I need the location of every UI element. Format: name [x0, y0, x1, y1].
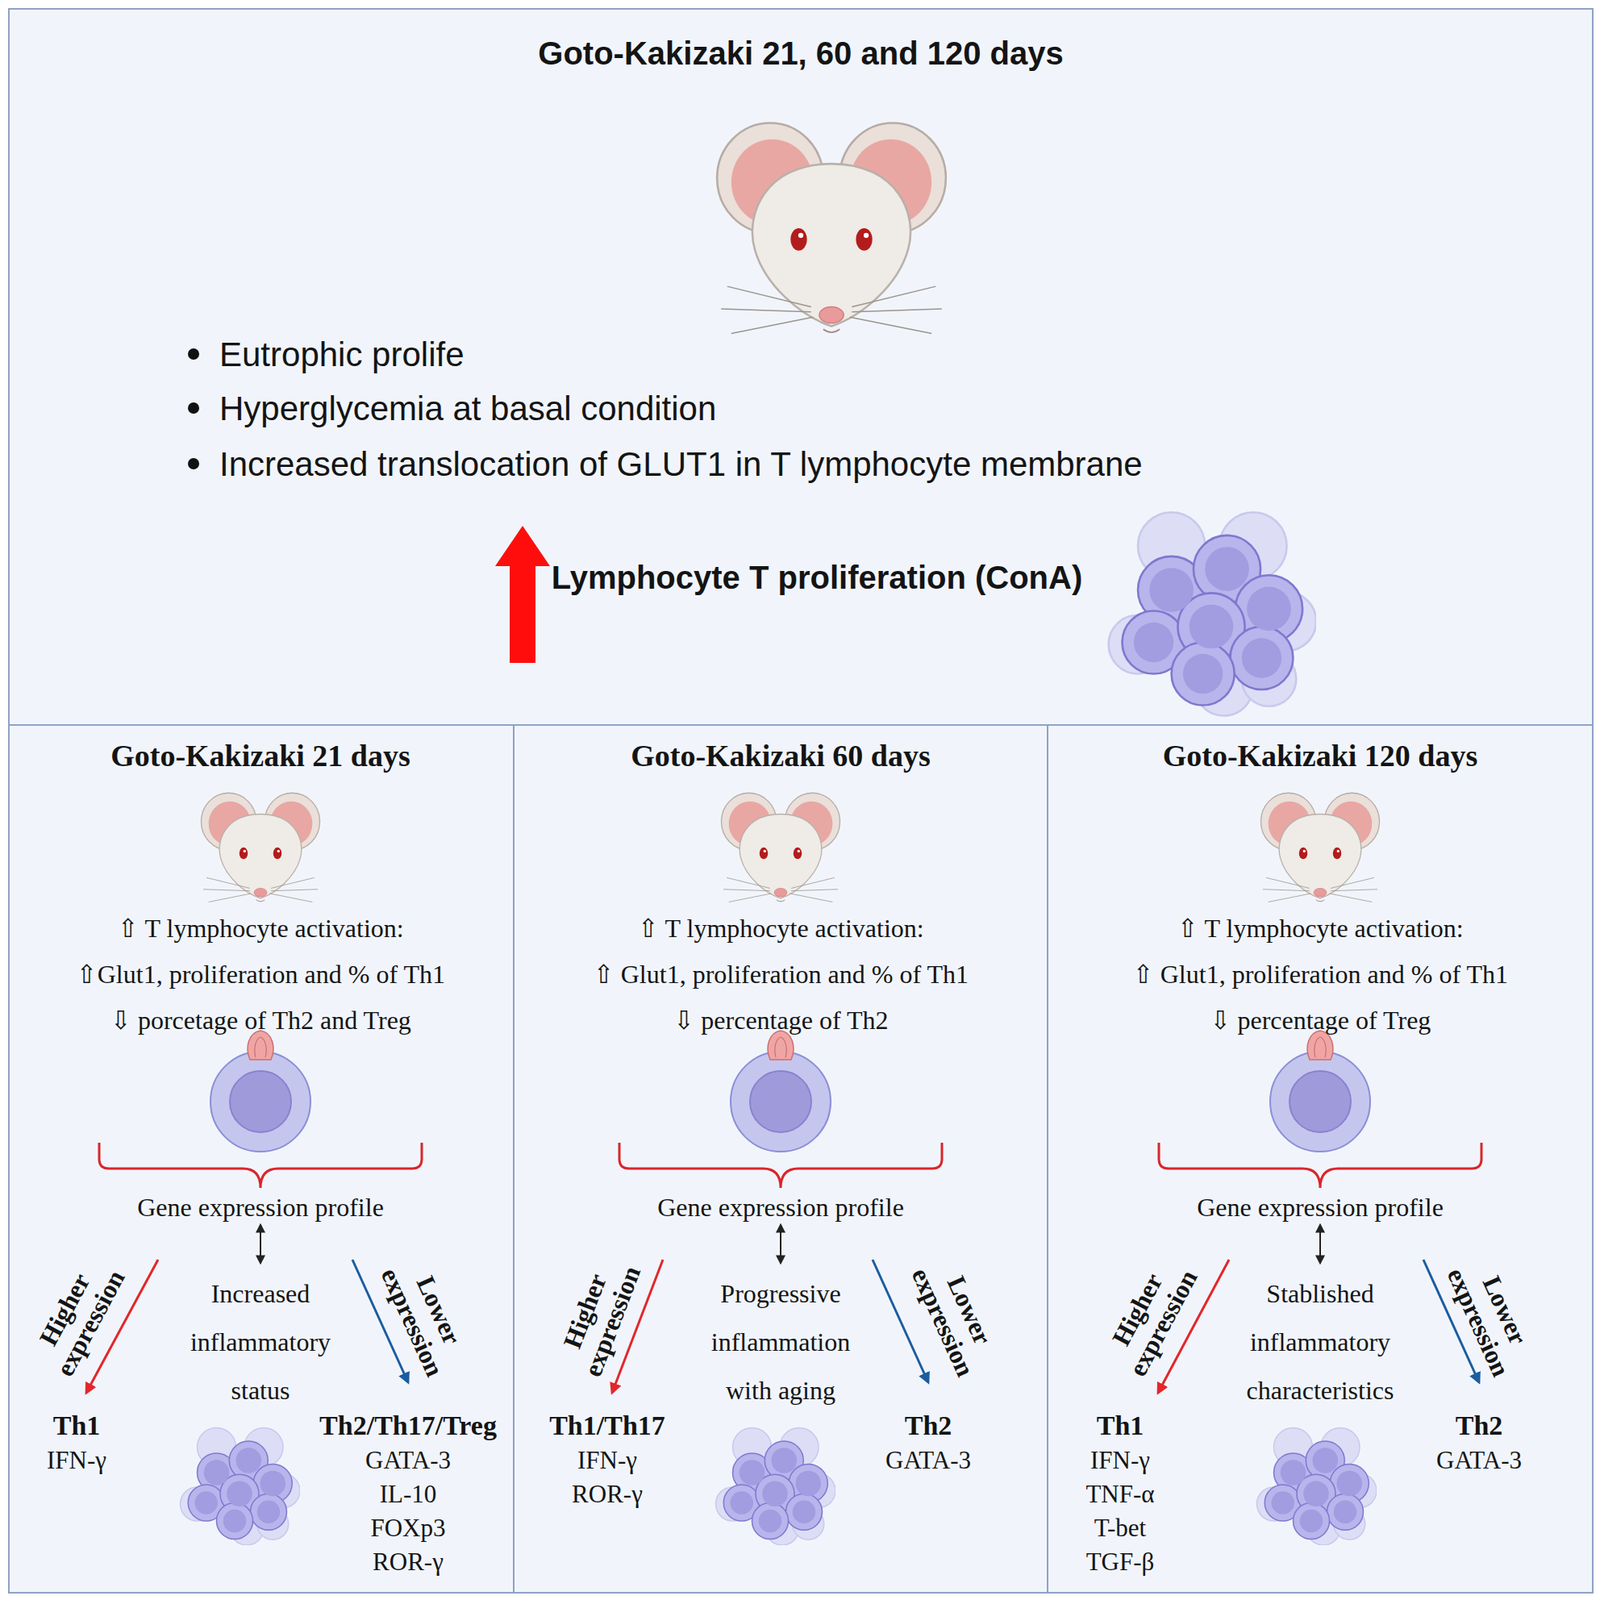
subset-heading: Th2 — [1455, 1408, 1504, 1443]
text-line: GATA-3 — [365, 1443, 451, 1478]
higher-expression-label: Higher expression — [1096, 1251, 1203, 1381]
bullet-text: Hyperglycemia at basal condition — [219, 387, 717, 430]
text-line: IFN-γ — [571, 1443, 643, 1478]
bullet-text: Eutrophic prolife — [219, 333, 465, 376]
gene-list: IFN-γ TNF-α T-bet TGF-β — [1085, 1443, 1155, 1580]
summary-panel: Goto-Kakizaki 21, 60 and 120 daysEutroph… — [8, 8, 1594, 726]
activation-text: ⇩ percentage of Th2 — [673, 1004, 889, 1037]
activation-text: ⇧ T lymphocyte activation: — [1176, 912, 1463, 945]
gene-profile-label: Gene expression profile — [1196, 1191, 1444, 1224]
age-panel: Goto-Kakizaki 120 days ⇧ T lymphocyte act… — [1046, 724, 1594, 1594]
gene-profile-label: Gene expression profile — [657, 1191, 905, 1224]
subset-heading: Th2/Th17/Treg — [319, 1408, 497, 1443]
activation-text: ⇧Glut1, proliferation and % of Th1 — [75, 958, 446, 991]
subset-heading: Th1 — [1096, 1408, 1145, 1443]
lower-expression-label: Lower expression — [906, 1251, 1008, 1381]
text-line: T-bet — [1085, 1511, 1155, 1546]
higher-expression-label: Higher expression — [24, 1251, 130, 1381]
text-line: IFN-γ — [1085, 1443, 1155, 1478]
higher-expression-label: Higher expression — [550, 1251, 646, 1381]
subset-heading: Th1/Th17 — [549, 1408, 666, 1443]
inflammation-status: Increased inflammatory status — [167, 1269, 354, 1415]
panel-title: Goto-Kakizaki 120 days — [1162, 736, 1479, 775]
inflammation-status: Stablished inflammatory characteristics — [1227, 1269, 1413, 1415]
lower-expression-label: Lower expression — [375, 1251, 477, 1381]
subset-heading: Th2 — [904, 1408, 953, 1443]
activation-text: ⇩ percentage of Treg — [1209, 1004, 1432, 1037]
panel-title: Goto-Kakizaki 21 days — [110, 736, 411, 775]
bullet-text: Increased translocation of GLUT1 in T ly… — [219, 442, 1143, 486]
text-line: ROR-γ — [365, 1545, 451, 1580]
activation-text: ⇧ Glut1, proliferation and % of Th1 — [1132, 958, 1509, 991]
activation-text: ⇧ T lymphocyte activation: — [116, 912, 404, 945]
age-panel: Goto-Kakizaki 21 days ⇧ T lymphocyte acti… — [8, 724, 515, 1594]
gene-profile-label: Gene expression profile — [137, 1191, 384, 1224]
age-panel: Goto-Kakizaki 60 days ⇧ T lymphocyte acti… — [512, 724, 1049, 1594]
activation-text: ⇩ porcetage of Th2 and Treg — [109, 1004, 412, 1037]
subset-heading: Th1 — [53, 1408, 101, 1443]
gene-list: GATA-3 — [1436, 1443, 1522, 1478]
panel-title: Goto-Kakizaki 60 days — [630, 736, 931, 775]
text-line: TNF-α — [1085, 1477, 1155, 1512]
gene-list: IFN-γ — [46, 1443, 107, 1478]
text-line: ROR-γ — [571, 1477, 643, 1512]
inflammation-status: Progressive inflammation with aging — [687, 1269, 874, 1415]
text-line: FOXp3 — [365, 1511, 451, 1546]
text-line: IFN-γ — [46, 1443, 107, 1478]
text-line: GATA-3 — [885, 1443, 971, 1478]
gene-list: GATA-3 — [885, 1443, 971, 1478]
text-line: TGF-β — [1085, 1545, 1155, 1580]
proliferation-label: Lymphocyte T proliferation (ConA) — [542, 556, 1092, 600]
lower-expression-label: Lower expression — [1441, 1251, 1543, 1381]
activation-text: ⇧ Glut1, proliferation and % of Th1 — [592, 958, 969, 991]
activation-text: ⇧ T lymphocyte activation: — [637, 912, 924, 945]
gene-list: GATA-3 IL-10 FOXp3 ROR-γ — [365, 1443, 451, 1580]
text-line: IL-10 — [365, 1477, 451, 1512]
text-line: GATA-3 — [1436, 1443, 1522, 1478]
panel-title: Goto-Kakizaki 21, 60 and 120 days — [537, 33, 1063, 74]
gene-list: IFN-γ ROR-γ — [571, 1443, 643, 1512]
